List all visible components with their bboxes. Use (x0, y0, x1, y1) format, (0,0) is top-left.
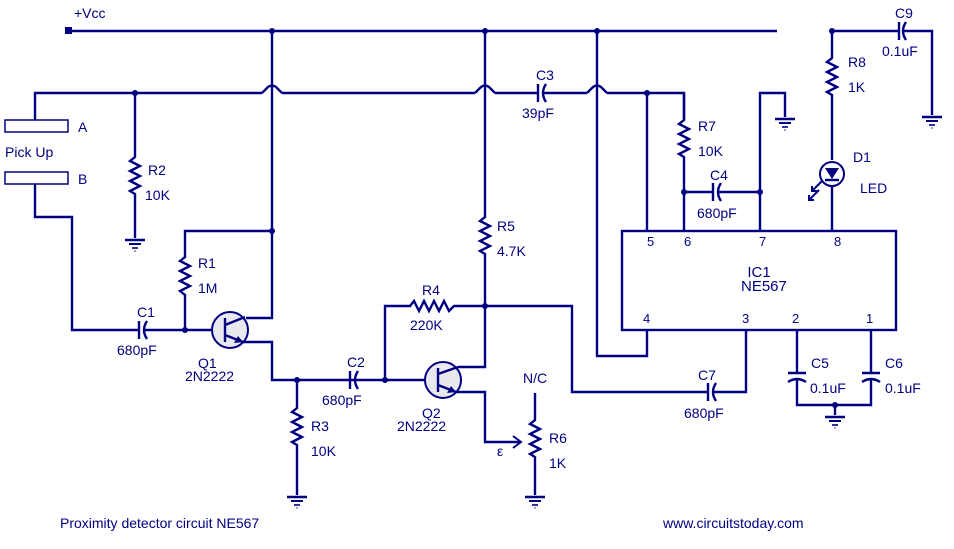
svg-text:1: 1 (866, 311, 873, 326)
svg-text:D1: D1 (853, 149, 871, 165)
resistor-r1: R1 1M (177, 229, 272, 333)
pickup-plate-a (4, 119, 69, 133)
svg-text:4: 4 (643, 311, 650, 326)
svg-text:10K: 10K (311, 443, 337, 459)
svg-text:1K: 1K (848, 79, 866, 95)
svg-text:2N2222: 2N2222 (185, 368, 234, 384)
svg-text:5: 5 (647, 234, 654, 249)
svg-text:C2: C2 (347, 354, 365, 370)
ic1-ne567: IC1 NE567 5 6 7 8 4 3 2 1 (620, 229, 898, 332)
svg-text:680pF: 680pF (322, 392, 362, 408)
capacitor-c6: C6 0.1uF (861, 330, 921, 396)
capacitor-c9: C9 0.1uF (832, 5, 944, 130)
capacitor-c4: C4 680pF (684, 167, 763, 221)
svg-text:Pick Up: Pick Up (5, 144, 53, 160)
potentiometer-r6: N/C ε R6 1K (497, 370, 567, 510)
svg-text:LED: LED (860, 180, 887, 196)
svg-text:R6: R6 (549, 430, 567, 446)
svg-text:0.1uF: 0.1uF (810, 380, 846, 396)
vcc-label: +Vcc (74, 5, 106, 21)
svg-text:220K: 220K (410, 317, 443, 333)
svg-text:N/C: N/C (523, 370, 547, 386)
capacitor-c2: C2 680pF (322, 354, 388, 408)
svg-text:2: 2 (792, 311, 799, 326)
svg-text:2N2222: 2N2222 (397, 418, 446, 434)
svg-text:R5: R5 (497, 218, 515, 234)
resistor-r4: R4 220K (383, 282, 488, 380)
vcc-rail: +Vcc (65, 5, 835, 34)
svg-text:C3: C3 (536, 67, 554, 83)
svg-text:6: 6 (684, 234, 691, 249)
svg-text:39pF: 39pF (522, 105, 554, 121)
svg-text:0.1uF: 0.1uF (882, 43, 918, 59)
resistor-r5: R5 4.7K (477, 31, 526, 306)
resistor-r2: R2 10K (123, 93, 171, 253)
svg-text:8: 8 (834, 234, 841, 249)
svg-text:C1: C1 (137, 304, 155, 320)
capacitor-c1: C1 680pF (117, 304, 212, 358)
svg-text:4.7K: 4.7K (497, 243, 526, 259)
svg-text:C6: C6 (885, 355, 903, 371)
svg-text:ε: ε (497, 443, 503, 459)
svg-text:680pF: 680pF (684, 405, 724, 421)
pickup: A Pick Up B (4, 119, 138, 332)
svg-text:C4: C4 (710, 167, 728, 183)
svg-text:R8: R8 (848, 54, 866, 70)
svg-text:7: 7 (759, 234, 766, 249)
svg-text:1M: 1M (198, 280, 217, 296)
svg-text:A: A (78, 119, 88, 135)
svg-text:Q2: Q2 (422, 405, 441, 421)
resistor-r8: R8 1K (824, 31, 866, 160)
svg-text:NE567: NE567 (741, 278, 787, 295)
transistor-q2: Q2 2N2222 (385, 306, 523, 449)
svg-text:C7: C7 (698, 367, 716, 383)
website-link[interactable]: www.circuitstoday.com (662, 515, 804, 531)
capacitor-c7: C7 680pF (684, 330, 748, 421)
svg-text:R2: R2 (148, 162, 166, 178)
pickup-plate-b (4, 171, 69, 185)
diagram-title: Proximity detector circuit NE567 (60, 515, 259, 531)
led-d1: D1 LED (808, 149, 887, 231)
svg-text:0.1uF: 0.1uF (885, 380, 921, 396)
svg-text:3: 3 (742, 311, 749, 326)
svg-text:B: B (78, 171, 87, 187)
vcc-terminal (65, 27, 72, 34)
svg-text:680pF: 680pF (697, 205, 737, 221)
capacitor-c5: C5 0.1uF (787, 330, 873, 407)
resistor-r3: R3 10K (285, 380, 337, 510)
svg-text:R4: R4 (422, 282, 440, 298)
svg-text:1K: 1K (549, 455, 567, 471)
svg-text:IC1: IC1 (747, 264, 770, 281)
capacitor-c3: C3 39pF (522, 67, 554, 121)
svg-text:680pF: 680pF (117, 342, 157, 358)
svg-text:C5: C5 (811, 355, 829, 371)
resistor-r7: R7 10K (676, 93, 724, 231)
svg-text:10K: 10K (145, 187, 171, 203)
svg-text:C9: C9 (895, 5, 913, 21)
svg-text:R7: R7 (698, 118, 716, 134)
svg-text:Q1: Q1 (198, 355, 217, 371)
transistor-q1: Q1 2N2222 (185, 311, 385, 384)
signal-bus (33, 84, 686, 120)
svg-text:10K: 10K (698, 143, 724, 159)
svg-text:R1: R1 (198, 255, 216, 271)
svg-text:R3: R3 (311, 418, 329, 434)
